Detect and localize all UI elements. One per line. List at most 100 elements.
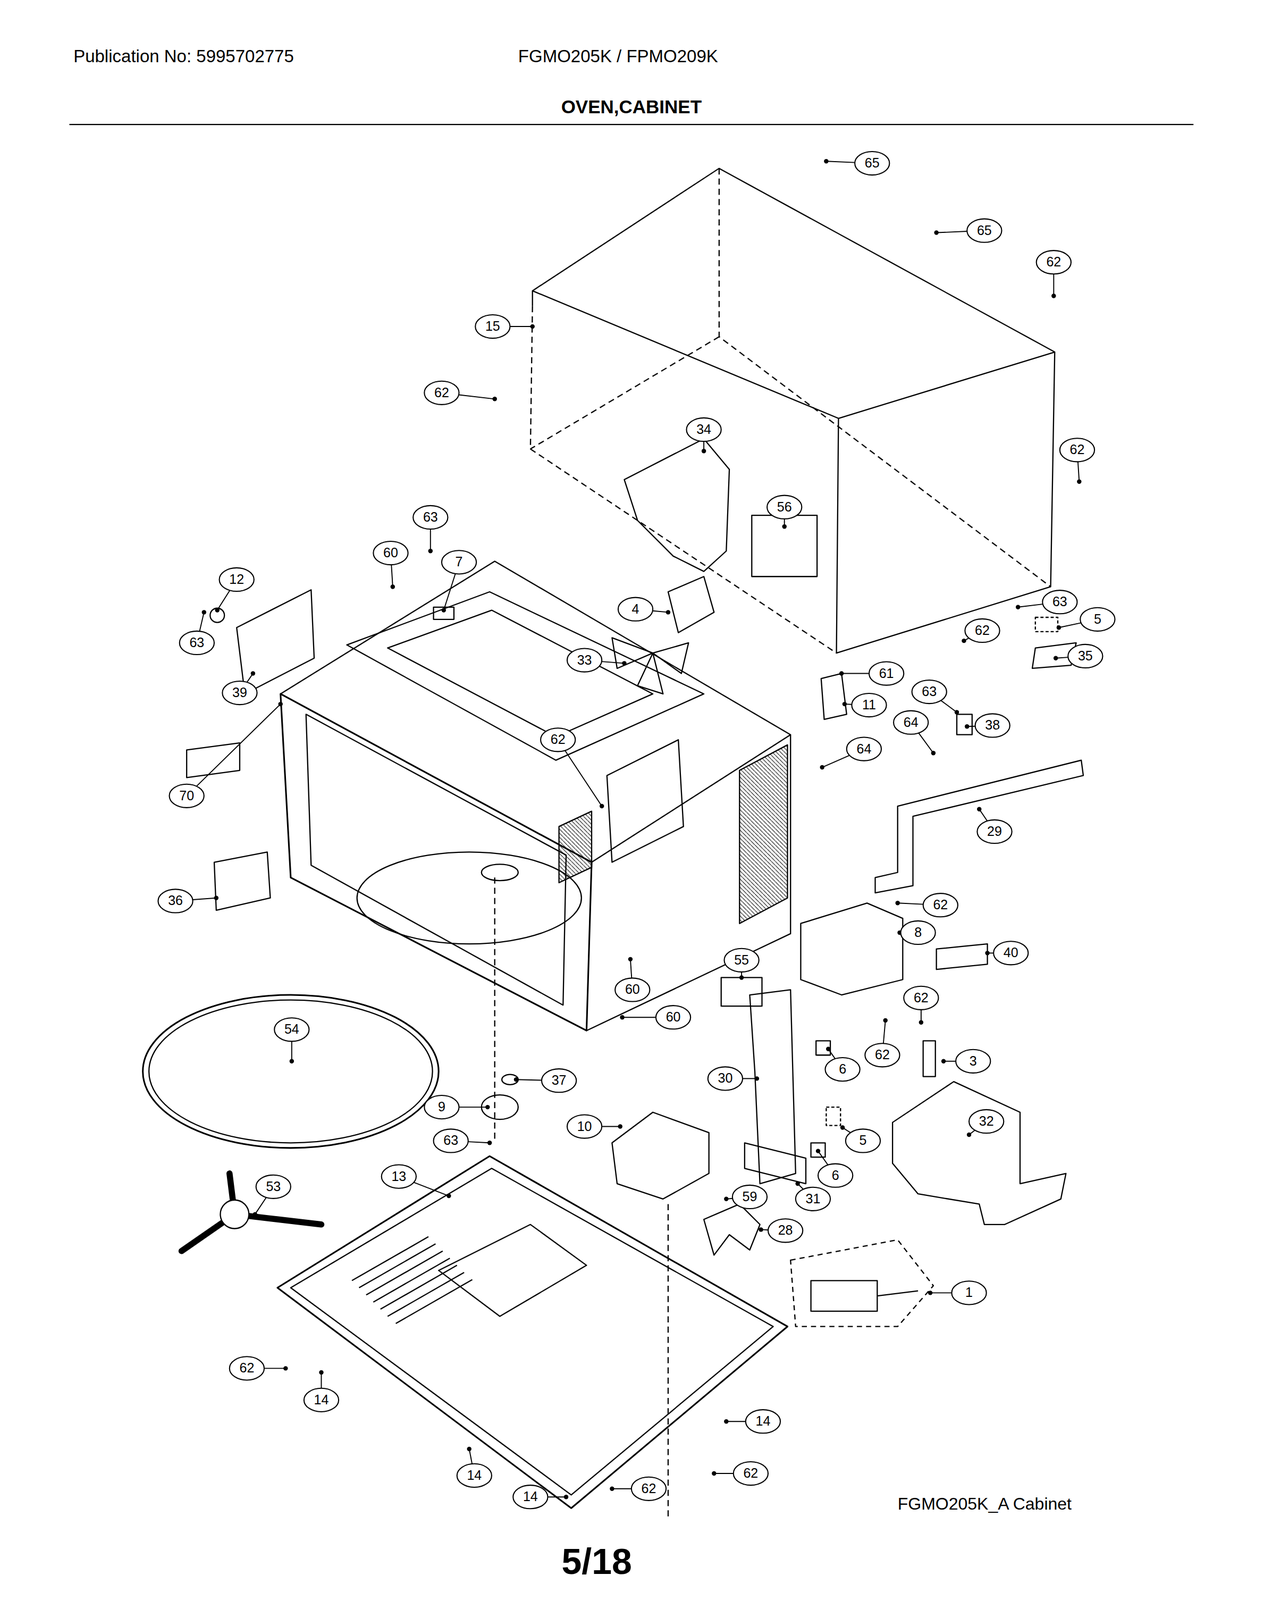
callout-oval (433, 1128, 469, 1152)
callout-number: 62 (913, 990, 929, 1006)
callout-number: 7 (455, 554, 463, 570)
callout-oval (219, 567, 255, 592)
header-text: FGMO205K / FPMO209K (518, 46, 719, 66)
callout-number: 63 (423, 509, 438, 525)
leader-line (918, 732, 934, 753)
leader-line (630, 958, 632, 979)
glass-tray (142, 994, 440, 1148)
vent-grille (739, 744, 788, 924)
callout-oval (304, 1387, 339, 1412)
oven-front-frame (280, 693, 592, 1031)
screw-point (628, 956, 633, 962)
callout-number: 62 (641, 1480, 657, 1496)
callout-oval (631, 1476, 667, 1501)
leader-line (430, 528, 432, 551)
callout-oval (1036, 250, 1072, 274)
screw-point (621, 660, 627, 665)
micro-switch (1035, 617, 1058, 632)
leader-line (940, 700, 957, 712)
callout-number: 31 (805, 1191, 821, 1207)
callout-oval (993, 940, 1029, 965)
callout-number: 55 (734, 952, 749, 968)
callout-oval (795, 1186, 831, 1211)
screw-point (485, 1104, 490, 1109)
callout-number: 60 (625, 982, 640, 998)
callout-number: 54 (284, 1022, 300, 1038)
callout-number: 8 (914, 924, 922, 940)
screw-point (1053, 655, 1058, 661)
screw-point (283, 1365, 288, 1370)
callout-oval (457, 1463, 492, 1487)
screw-point (529, 324, 535, 329)
callout-oval (1080, 607, 1115, 631)
leader-line (841, 672, 870, 675)
screw-point (941, 1058, 946, 1064)
callout-oval (541, 1068, 577, 1092)
leader-line (255, 1197, 267, 1215)
fan-blade (611, 637, 689, 694)
callout-oval (733, 1461, 769, 1485)
callout-oval (274, 1017, 309, 1041)
screw-point (840, 1124, 845, 1130)
latch-lever (744, 1142, 806, 1184)
support-bracket (875, 760, 1084, 893)
callout-oval (955, 1049, 991, 1073)
screw-point (976, 806, 982, 812)
callout-oval (951, 1280, 987, 1304)
oven-opening (306, 713, 567, 1005)
callout-oval (475, 314, 510, 339)
screw-point (739, 974, 744, 980)
callout-number: 6 (838, 1061, 847, 1077)
callout-number: 62 (743, 1465, 758, 1481)
leader-line (321, 1371, 323, 1388)
callout-oval (424, 1094, 459, 1119)
leader-line (601, 1125, 621, 1127)
callout-number: 34 (696, 422, 712, 437)
knob (209, 608, 225, 623)
leader-line (713, 1472, 734, 1474)
callout-number: 62 (874, 1047, 890, 1063)
callout-number: 39 (232, 685, 248, 701)
callout-oval (964, 618, 1000, 643)
callout-oval (900, 920, 935, 945)
callout-number: 61 (879, 666, 895, 681)
leader-line (818, 1150, 829, 1165)
callout-oval (854, 151, 890, 175)
label-plate (214, 851, 271, 910)
air-guide (624, 438, 730, 571)
callout-oval (818, 1163, 853, 1187)
leader-line (622, 1016, 656, 1018)
callout-number: 62 (974, 622, 990, 638)
base-plate (277, 1155, 788, 1508)
screw-point (446, 1193, 451, 1198)
callout-number: 40 (1003, 945, 1019, 961)
callout-oval (767, 495, 802, 519)
screw-point (826, 1046, 831, 1051)
leader-line (192, 897, 216, 900)
leader-line (1053, 273, 1055, 296)
screw-point (931, 750, 936, 755)
leader-line (1058, 622, 1082, 628)
callout-oval (975, 713, 1010, 737)
leader-line (469, 1448, 473, 1464)
callout-oval (169, 784, 205, 808)
leader-line (414, 1182, 450, 1196)
fan-duct (892, 1081, 1066, 1225)
callout-oval (567, 1114, 602, 1139)
screw-point (609, 1486, 614, 1491)
thermal-cutout (923, 1040, 936, 1076)
leader-line (1017, 603, 1043, 608)
fan-motor (668, 576, 714, 633)
callout-number: 63 (189, 635, 205, 651)
vent-grille (559, 811, 592, 883)
callout-number: 5 (859, 1133, 867, 1149)
leader-line (264, 1367, 286, 1369)
callout-number: 13 (391, 1168, 407, 1184)
callout-number: 35 (1077, 648, 1093, 664)
callout-oval (229, 1355, 265, 1380)
transformer (611, 1112, 709, 1199)
callout-number: 60 (383, 545, 399, 561)
screw-point (954, 709, 959, 714)
fuse-holder (821, 673, 847, 720)
screw-point (895, 900, 900, 905)
